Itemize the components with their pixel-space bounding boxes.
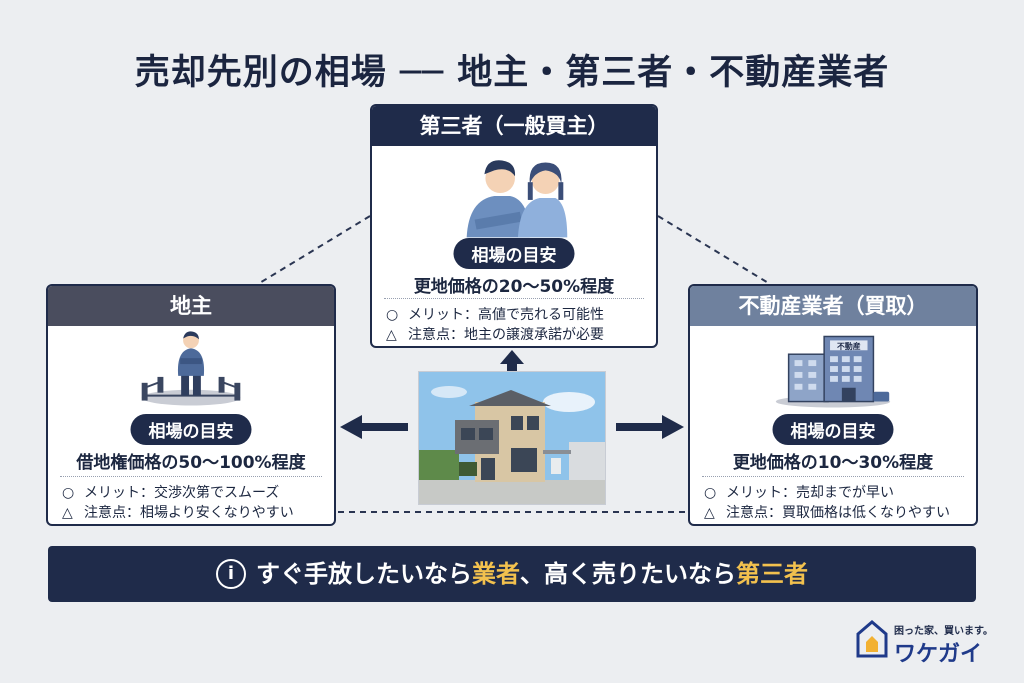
merit-text: メリット：売却までが早い [726, 485, 894, 501]
info-icon: i [216, 559, 246, 589]
banner-text-1: すぐ手放したいなら [256, 560, 472, 588]
connector-top-right [657, 215, 771, 285]
divider [702, 476, 964, 477]
logo-brand-name: ワケガイ [894, 642, 983, 667]
house-logo-icon [856, 620, 888, 658]
arrow-left [340, 415, 408, 439]
price-range: 借地権価格の50～100%程度 [76, 453, 306, 473]
triangle-icon: △ [386, 327, 397, 343]
caution-text: 注意点：買取価格は低くなりやすい [726, 505, 950, 521]
merit-text: メリット：高値で売れる可能性 [408, 307, 604, 323]
card-header: 地主 [48, 286, 334, 326]
connector-top-left [257, 215, 371, 285]
divider [384, 298, 644, 299]
triangle-icon: △ [62, 505, 73, 521]
logo-tagline: 困った家、買います。 [894, 626, 993, 637]
market-guide-pill: 相場の目安 [453, 238, 575, 269]
banner-text-2: 、高く売りたいなら [520, 560, 736, 588]
card-header: 第三者（一般買主） [372, 106, 656, 146]
banner-highlight-third-party: 第三者 [736, 560, 808, 588]
caution-note: △ 注意点：買取価格は低くなりやすい [704, 502, 968, 522]
circle-icon: ○ [386, 307, 399, 323]
real-estate-agent-card: 不動産業者（買取） 不動産 相場の目安 更地価格の10～30%程度 ○ メリット：… [688, 284, 978, 526]
merit-note: ○ メリット：高値で売れる可能性 [386, 304, 648, 324]
arrow-right [616, 415, 684, 439]
couple-icon [466, 160, 568, 238]
circle-icon: ○ [62, 485, 75, 501]
divider [60, 476, 322, 477]
summary-banner: i すぐ手放したいなら業者、高く売りたいなら第三者 [48, 546, 976, 602]
building-sign: 不動産 [837, 341, 861, 351]
banner-highlight-agent: 業者 [472, 560, 520, 588]
landowner-icon [141, 331, 241, 406]
price-range: 更地価格の10～30%程度 [732, 453, 934, 473]
brand-logo: 困った家、買います。 ワケガイ [854, 616, 994, 667]
market-guide-pill: 相場の目安 [772, 414, 894, 445]
circle-icon: ○ [704, 485, 717, 501]
caution-note: △ 注意点：相場より安くなりやすい [62, 502, 326, 522]
merit-note: ○ メリット：売却までが早い [704, 482, 968, 502]
office-building-icon: 不動産 [775, 335, 891, 408]
merit-text: メリット：交渉次第でスムーズ [84, 485, 280, 501]
price-range: 更地価格の20～50%程度 [413, 277, 615, 297]
page-title: 売却先別の相場 ── 地主・第三者・不動産業者 [134, 53, 890, 93]
caution-note: △ 注意点：地主の譲渡承諾が必要 [386, 324, 648, 344]
landowner-card: 地主 相場の目安 借地権価格の50～100%程度 ○ メリット：交渉次第でスムーズ… [46, 284, 336, 526]
arrow-up [500, 350, 524, 376]
merit-note: ○ メリット：交渉次第でスムーズ [62, 482, 326, 502]
triangle-icon: △ [704, 505, 715, 521]
caution-text: 注意点：地主の譲渡承諾が必要 [408, 327, 604, 343]
card-header: 不動産業者（買取） [690, 286, 976, 326]
buyer-third-party-card: 第三者（一般買主） 相場の目安 更地価格の20～50%程度 ○ メリット：高値で売… [370, 104, 658, 348]
house-photo [418, 371, 606, 505]
market-guide-pill: 相場の目安 [130, 414, 252, 445]
caution-text: 注意点：相場より安くなりやすい [84, 505, 294, 521]
